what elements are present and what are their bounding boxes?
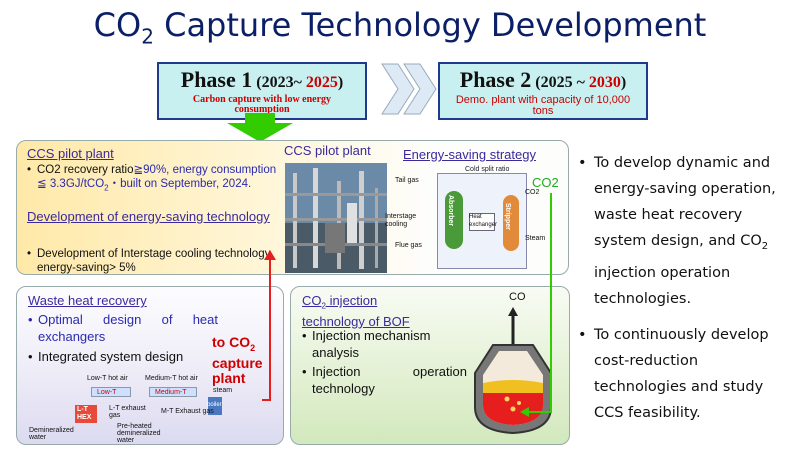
pilot-plant-photo [285,163,387,273]
waste-bullets: Optimal design of heat exchangers Integr… [28,311,218,365]
co2-flow-arrow [520,193,552,417]
down-arrow-icon [227,113,293,142]
waste-heat-diagram: Low-T hot air Medium-T hot air steam Low… [29,375,233,444]
ccs-bullet-1: CO2 recovery ratio≧90%, energy consumpti… [27,163,282,195]
phase-2-box: Phase 2 (2025 ~ 2030) Demo. plant with c… [438,62,648,120]
ccs-bullets: CO2 recovery ratio≧90%, energy consumpti… [27,163,282,195]
right-bullet-2: • To continuously develop cost-reduction… [578,327,769,421]
to-capture-plant-label: to CO2 capture plant [212,334,263,386]
photo-title: CCS pilot plant [284,143,371,158]
strategy-title: Energy-saving strategy [403,147,536,162]
chevron-arrows-icon [381,63,437,115]
phase-2-heading: Phase 2 (2025 ~ 2030) [459,67,627,92]
phase-1-box: Phase 1 (2023~ 2025) Carbon capture with… [157,62,367,120]
phase-1-subtitle: Carbon capture with low energy consumpti… [192,94,332,115]
bof-heading: CO2 injection technology of BOF [302,293,410,329]
bof-panel: CO2 injection technology of BOF Injectio… [290,286,570,445]
ccs-panel: CCS pilot plant CO2 recovery ratio≧90%, … [16,140,569,275]
co2-connector-label: CO2 [532,175,559,190]
bof-bullet-2: Injection operation technology [302,363,467,397]
phase-2-subtitle: Demo. plant with capacity of 10,000 tons [455,94,631,117]
dev-bullets: Development of Interstage cooling techno… [27,247,312,275]
strategy-diagram: Tail gas Cold split ratio CO2 Interstage… [385,165,547,273]
dev-bullet-1: Development of Interstage cooling techno… [27,247,312,275]
waste-heat-panel: Waste heat recovery Optimal design of he… [16,286,284,445]
right-bullet-1: • To develop dynamic and energy-saving o… [578,155,776,307]
waste-heat-flow-arrow [262,250,276,401]
page-title: CO2 Capture Technology Development [93,6,707,49]
dev-heading: Development of energy-saving technology [27,209,270,224]
waste-bullet-2: Integrated system design [28,348,218,365]
ccs-heading: CCS pilot plant [27,146,114,161]
waste-heading: Waste heat recovery [28,293,147,308]
waste-bullet-1: Optimal design of heat exchangers [28,311,218,345]
phase-1-heading: Phase 1 (2023~ 2025) [180,67,344,92]
bof-bullets: Injection mechanism analysis Injection o… [302,327,467,397]
bof-bullet-1: Injection mechanism analysis [302,327,467,361]
co-label: CO [509,291,526,303]
